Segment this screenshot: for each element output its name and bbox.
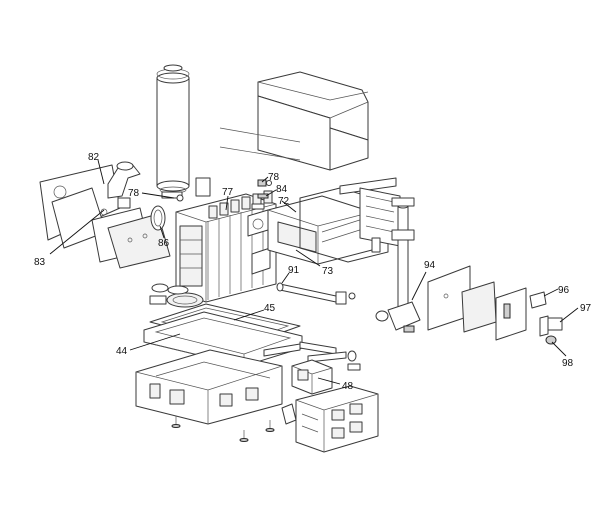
- right-side-panels: [427, 265, 527, 341]
- callout-78-right: 78: [268, 172, 280, 183]
- connecting-pipes: [263, 341, 361, 371]
- leader-lines: [49, 159, 579, 385]
- vertical-pipe: [375, 197, 421, 333]
- base-bracket: [281, 403, 297, 425]
- casing-cover: [219, 71, 369, 171]
- callout-96: 96: [558, 285, 570, 296]
- electrical-box: [295, 385, 379, 453]
- gasket-ring: [150, 205, 166, 231]
- callout-44: 44: [116, 346, 128, 357]
- exhaust-elbow: [107, 161, 141, 209]
- feet: [171, 416, 275, 442]
- callout-48: 48: [342, 381, 354, 392]
- callout-97: 97: [580, 303, 592, 314]
- callout-45: 45: [264, 303, 276, 314]
- callout-91: 91: [288, 265, 300, 276]
- callout-73: 73: [322, 266, 334, 277]
- exchanger-fin-cap: [208, 205, 218, 219]
- callout-78-left: 78: [128, 188, 140, 199]
- callout-82: 82: [88, 152, 100, 163]
- lower-chassis: [135, 349, 283, 425]
- callout-77: 77: [222, 187, 234, 198]
- fan-and-gaskets: [149, 283, 204, 308]
- small-parts-right: [529, 291, 563, 345]
- exchanger-fin-cap: [241, 196, 251, 210]
- burner-assembly: [267, 195, 373, 265]
- left-side-panels: [39, 164, 171, 269]
- pump-unit: [291, 359, 333, 395]
- callout-labels: 82 83 78 86 77 78 84 72 73 91 94 96 97 9…: [34, 152, 592, 392]
- fittings-78-84: [251, 179, 272, 210]
- gas-pipe: [276, 282, 356, 305]
- exchanger-fin-cap: [219, 202, 229, 216]
- callout-94: 94: [424, 260, 436, 271]
- callout-98: 98: [562, 358, 574, 369]
- exchanger-fin-cap: [230, 199, 240, 213]
- flue-pipe: [156, 64, 190, 194]
- callout-72: 72: [278, 196, 290, 207]
- callout-84: 84: [276, 184, 288, 195]
- fin-plates: [299, 177, 401, 263]
- callout-83: 83: [34, 257, 46, 268]
- callout-86: 86: [158, 238, 170, 249]
- heat-exchanger-block: [175, 190, 277, 303]
- small-brackets-left: [161, 177, 211, 202]
